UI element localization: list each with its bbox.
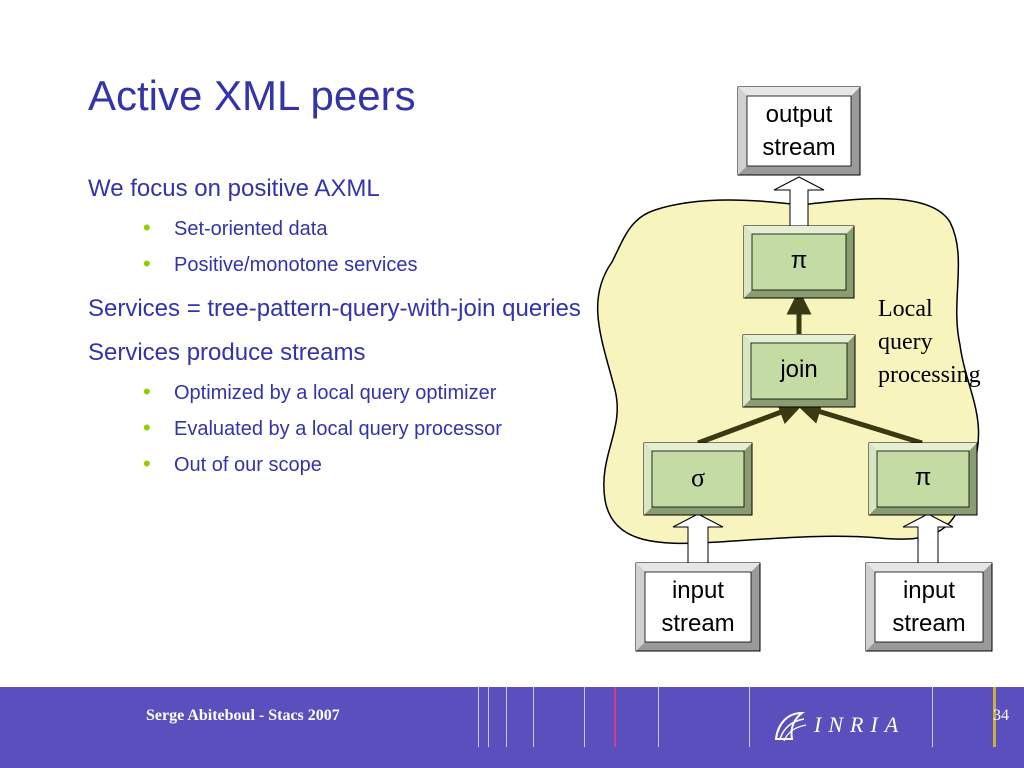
footer-bar: Serge Abiteboul - Stacs 2007 INRIA 34 <box>0 687 1024 768</box>
inria-logo-text: INRIA <box>814 712 906 737</box>
footer-divider <box>488 687 489 747</box>
bullet-1-2: Positive/monotone services <box>143 251 608 278</box>
output-hollow-arrow <box>773 176 825 229</box>
sigma-operator-box <box>643 442 753 516</box>
input-stream-right-box <box>865 562 993 652</box>
footer-author: Serge Abiteboul - Stacs 2007 <box>146 707 340 724</box>
bullet-3: Services produce streams <box>88 339 366 366</box>
output-stream-box <box>737 86 861 176</box>
pi-right-operator-box <box>868 442 978 516</box>
footer-divider <box>932 687 933 747</box>
output-stream-line-1: output <box>765 101 833 128</box>
footer-divider <box>749 687 750 747</box>
local-label-line-2: query <box>878 329 933 355</box>
pi-right-label: π <box>914 464 932 491</box>
footer-divider <box>533 687 534 747</box>
output-stream-label: output stream <box>747 98 851 164</box>
footer-divider <box>478 687 479 747</box>
inria-logo-icon <box>774 711 807 742</box>
local-query-processing-label: Local query processing <box>878 293 981 392</box>
arrow-pi-to-join <box>796 399 923 446</box>
footer-divider <box>658 687 659 747</box>
bullet-3-1: Optimized by a local query optimizer <box>143 379 608 406</box>
footer-divider <box>506 687 507 747</box>
input-right-hollow-arrow <box>902 513 954 564</box>
input-stream-left-box <box>635 562 761 652</box>
bullet-2: Services = tree-pattern-query-with-join … <box>88 295 581 322</box>
bullet-1: We focus on positive AXML <box>88 175 380 202</box>
join-operator-box <box>742 334 856 408</box>
pi-top-label: π <box>790 247 808 274</box>
input-stream-right-label: input stream <box>875 574 983 640</box>
bullet-3-2: Evaluated by a local query processor <box>143 415 608 442</box>
input-right-line-2: stream <box>892 610 966 637</box>
input-stream-left-label: input stream <box>645 574 751 640</box>
page-number: 34 <box>993 707 1009 724</box>
input-left-hollow-arrow <box>672 513 724 564</box>
input-left-line-2: stream <box>661 610 735 637</box>
local-label-line-1: Local <box>878 296 933 322</box>
arrow-sigma-to-join <box>697 400 804 446</box>
footer-divider-accent <box>614 687 616 747</box>
output-stream-line-2: stream <box>762 134 836 161</box>
pi-top-operator-box <box>743 225 855 299</box>
bullet-1-1: Set-oriented data <box>143 215 608 242</box>
input-right-line-1: input <box>902 577 956 604</box>
footer-divider-gold <box>993 687 996 747</box>
bullet-list: We focus on positive AXML Set-oriented d… <box>88 172 608 488</box>
sigma-label: σ <box>690 463 705 492</box>
inria-logo: INRIA <box>770 709 920 745</box>
query-processing-diagram <box>596 86 993 652</box>
join-label: join <box>780 356 818 383</box>
input-left-line-1: input <box>671 577 725 604</box>
page-title: Active XML peers <box>88 72 416 119</box>
footer-divider <box>584 687 585 747</box>
local-label-line-3: processing <box>878 362 981 388</box>
bullet-3-3: Out of our scope <box>143 451 608 478</box>
